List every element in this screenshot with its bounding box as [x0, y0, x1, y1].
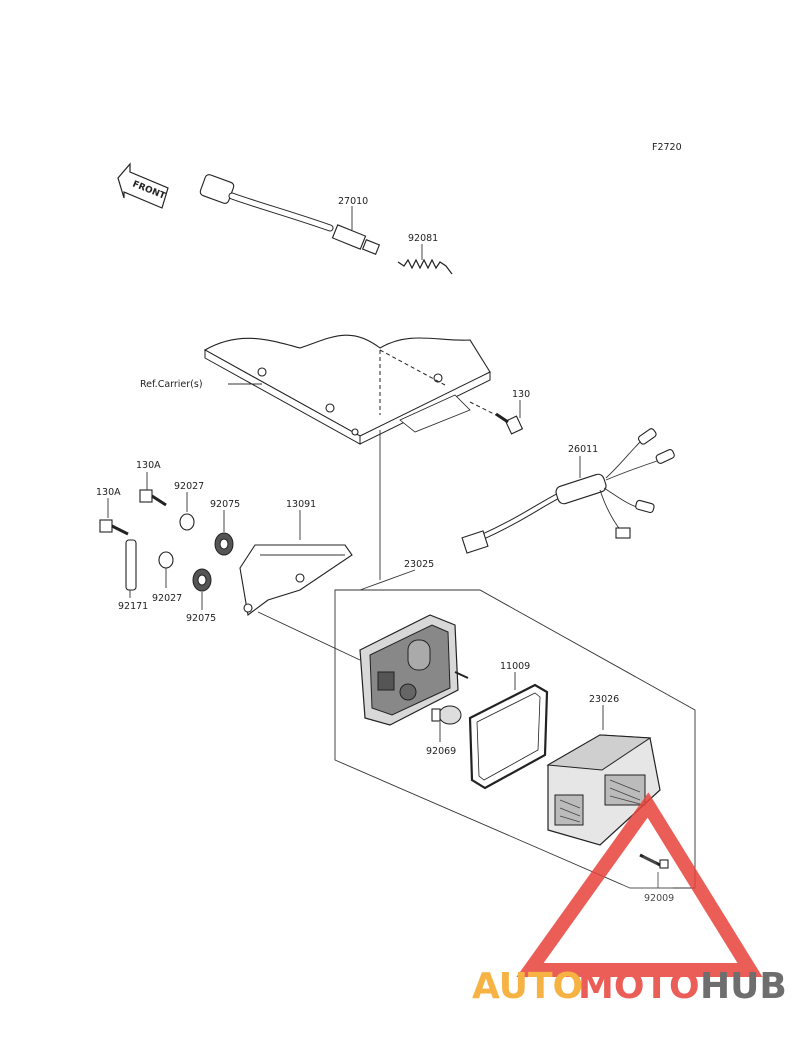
- watermark-part2: MOTO: [578, 966, 700, 1007]
- label-23025: 23025: [404, 559, 434, 570]
- automotohub-logo: AUTO MOTO HUB: [472, 792, 787, 1007]
- label-26011: 26011: [568, 444, 598, 455]
- damper-92075-bottom: [192, 568, 212, 592]
- watermark-part1: AUTO: [472, 966, 583, 1007]
- lens: [546, 734, 661, 846]
- figure-code: F2720: [652, 142, 682, 153]
- watermark-part3: HUB: [700, 966, 787, 1007]
- label-13091: 13091: [286, 499, 316, 510]
- bulb: [431, 705, 462, 725]
- sensor-cable: [199, 174, 381, 255]
- lamp-housing: [359, 614, 469, 726]
- label-130: 130: [512, 389, 530, 400]
- label-92171: 92171: [118, 601, 148, 612]
- spring: [397, 258, 453, 275]
- label-92027-bottom: 92027: [152, 593, 182, 604]
- damper-92075-top: [214, 532, 234, 556]
- label-92075-bottom: 92075: [186, 613, 216, 624]
- bracket: [239, 544, 353, 616]
- bolt-130: [469, 401, 524, 435]
- label-23026: 23026: [589, 694, 619, 705]
- label-11009: 11009: [500, 661, 530, 672]
- label-92009: 92009: [644, 893, 674, 904]
- label-130a-top: 130A: [136, 460, 161, 471]
- carrier-plate: [203, 334, 491, 445]
- front-arrow-icon: FRONT: [117, 162, 169, 209]
- collar-92027-bottom: [158, 551, 174, 569]
- plate-92171: [125, 539, 137, 591]
- label-27010: 27010: [338, 196, 368, 207]
- label-130a-left: 130A: [96, 487, 121, 498]
- label-92069: 92069: [426, 746, 456, 757]
- ref-carrier-label: Ref.Carrier(s): [140, 379, 203, 390]
- collar-92027-top: [179, 513, 195, 531]
- gasket: [468, 683, 549, 790]
- bolt-130a-top: [139, 489, 167, 507]
- screw: [639, 853, 669, 869]
- wiring-harness: [461, 428, 675, 554]
- bolt-130a-left: [99, 519, 129, 536]
- label-92075-top: 92075: [210, 499, 240, 510]
- label-92081: 92081: [408, 233, 438, 244]
- label-92027-top: 92027: [174, 481, 204, 492]
